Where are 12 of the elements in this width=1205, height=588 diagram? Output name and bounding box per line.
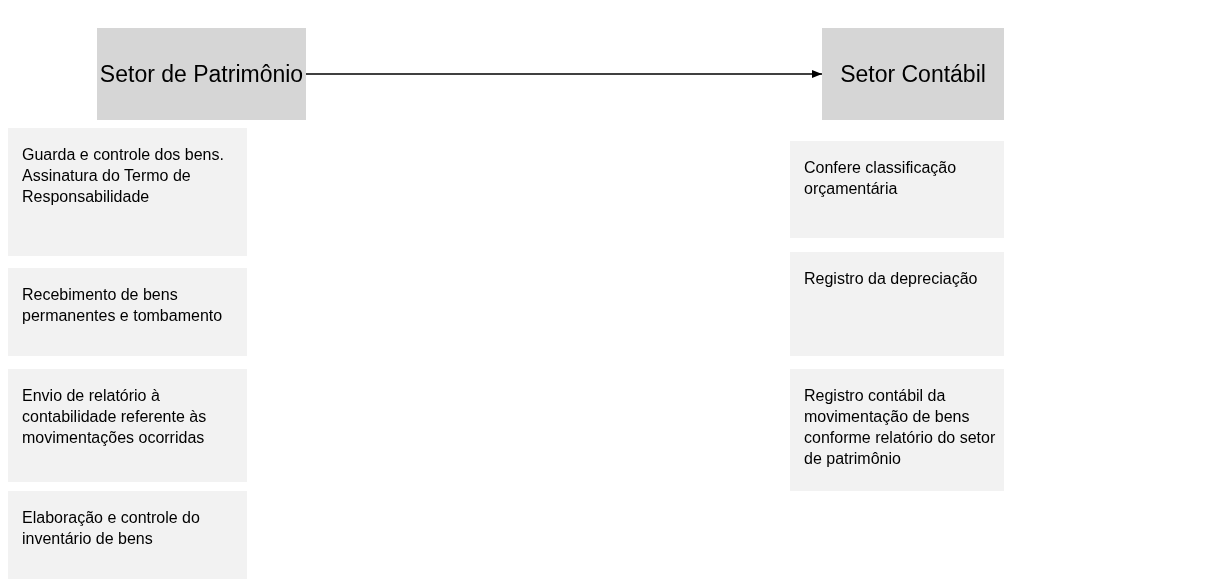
header-text: Setor Contábil — [840, 60, 986, 88]
header-text: Setor de Patrimônio — [99, 60, 304, 88]
task-text: Guarda e controle dos bens. Assinatura do Termo de Responsabilidade — [22, 146, 224, 205]
task-text: Recebimento de bens permanentes e tombamento — [22, 286, 223, 324]
task-text: Envio de relatório à contabilidade referente às movimentações ocorridas — [22, 387, 207, 446]
header-box — [97, 28, 306, 120]
task-text: Elaboração e controle do inventário de bens — [22, 509, 200, 547]
task-text: Registro da depreciação — [804, 270, 978, 287]
arrow — [305, 70, 823, 78]
task-text: Confere classificação orçamentária — [804, 159, 957, 197]
task-text: Registro contábil da movimentação de bens conforme relatório do setor de patrimônio — [804, 387, 996, 467]
header-box — [822, 28, 1004, 120]
